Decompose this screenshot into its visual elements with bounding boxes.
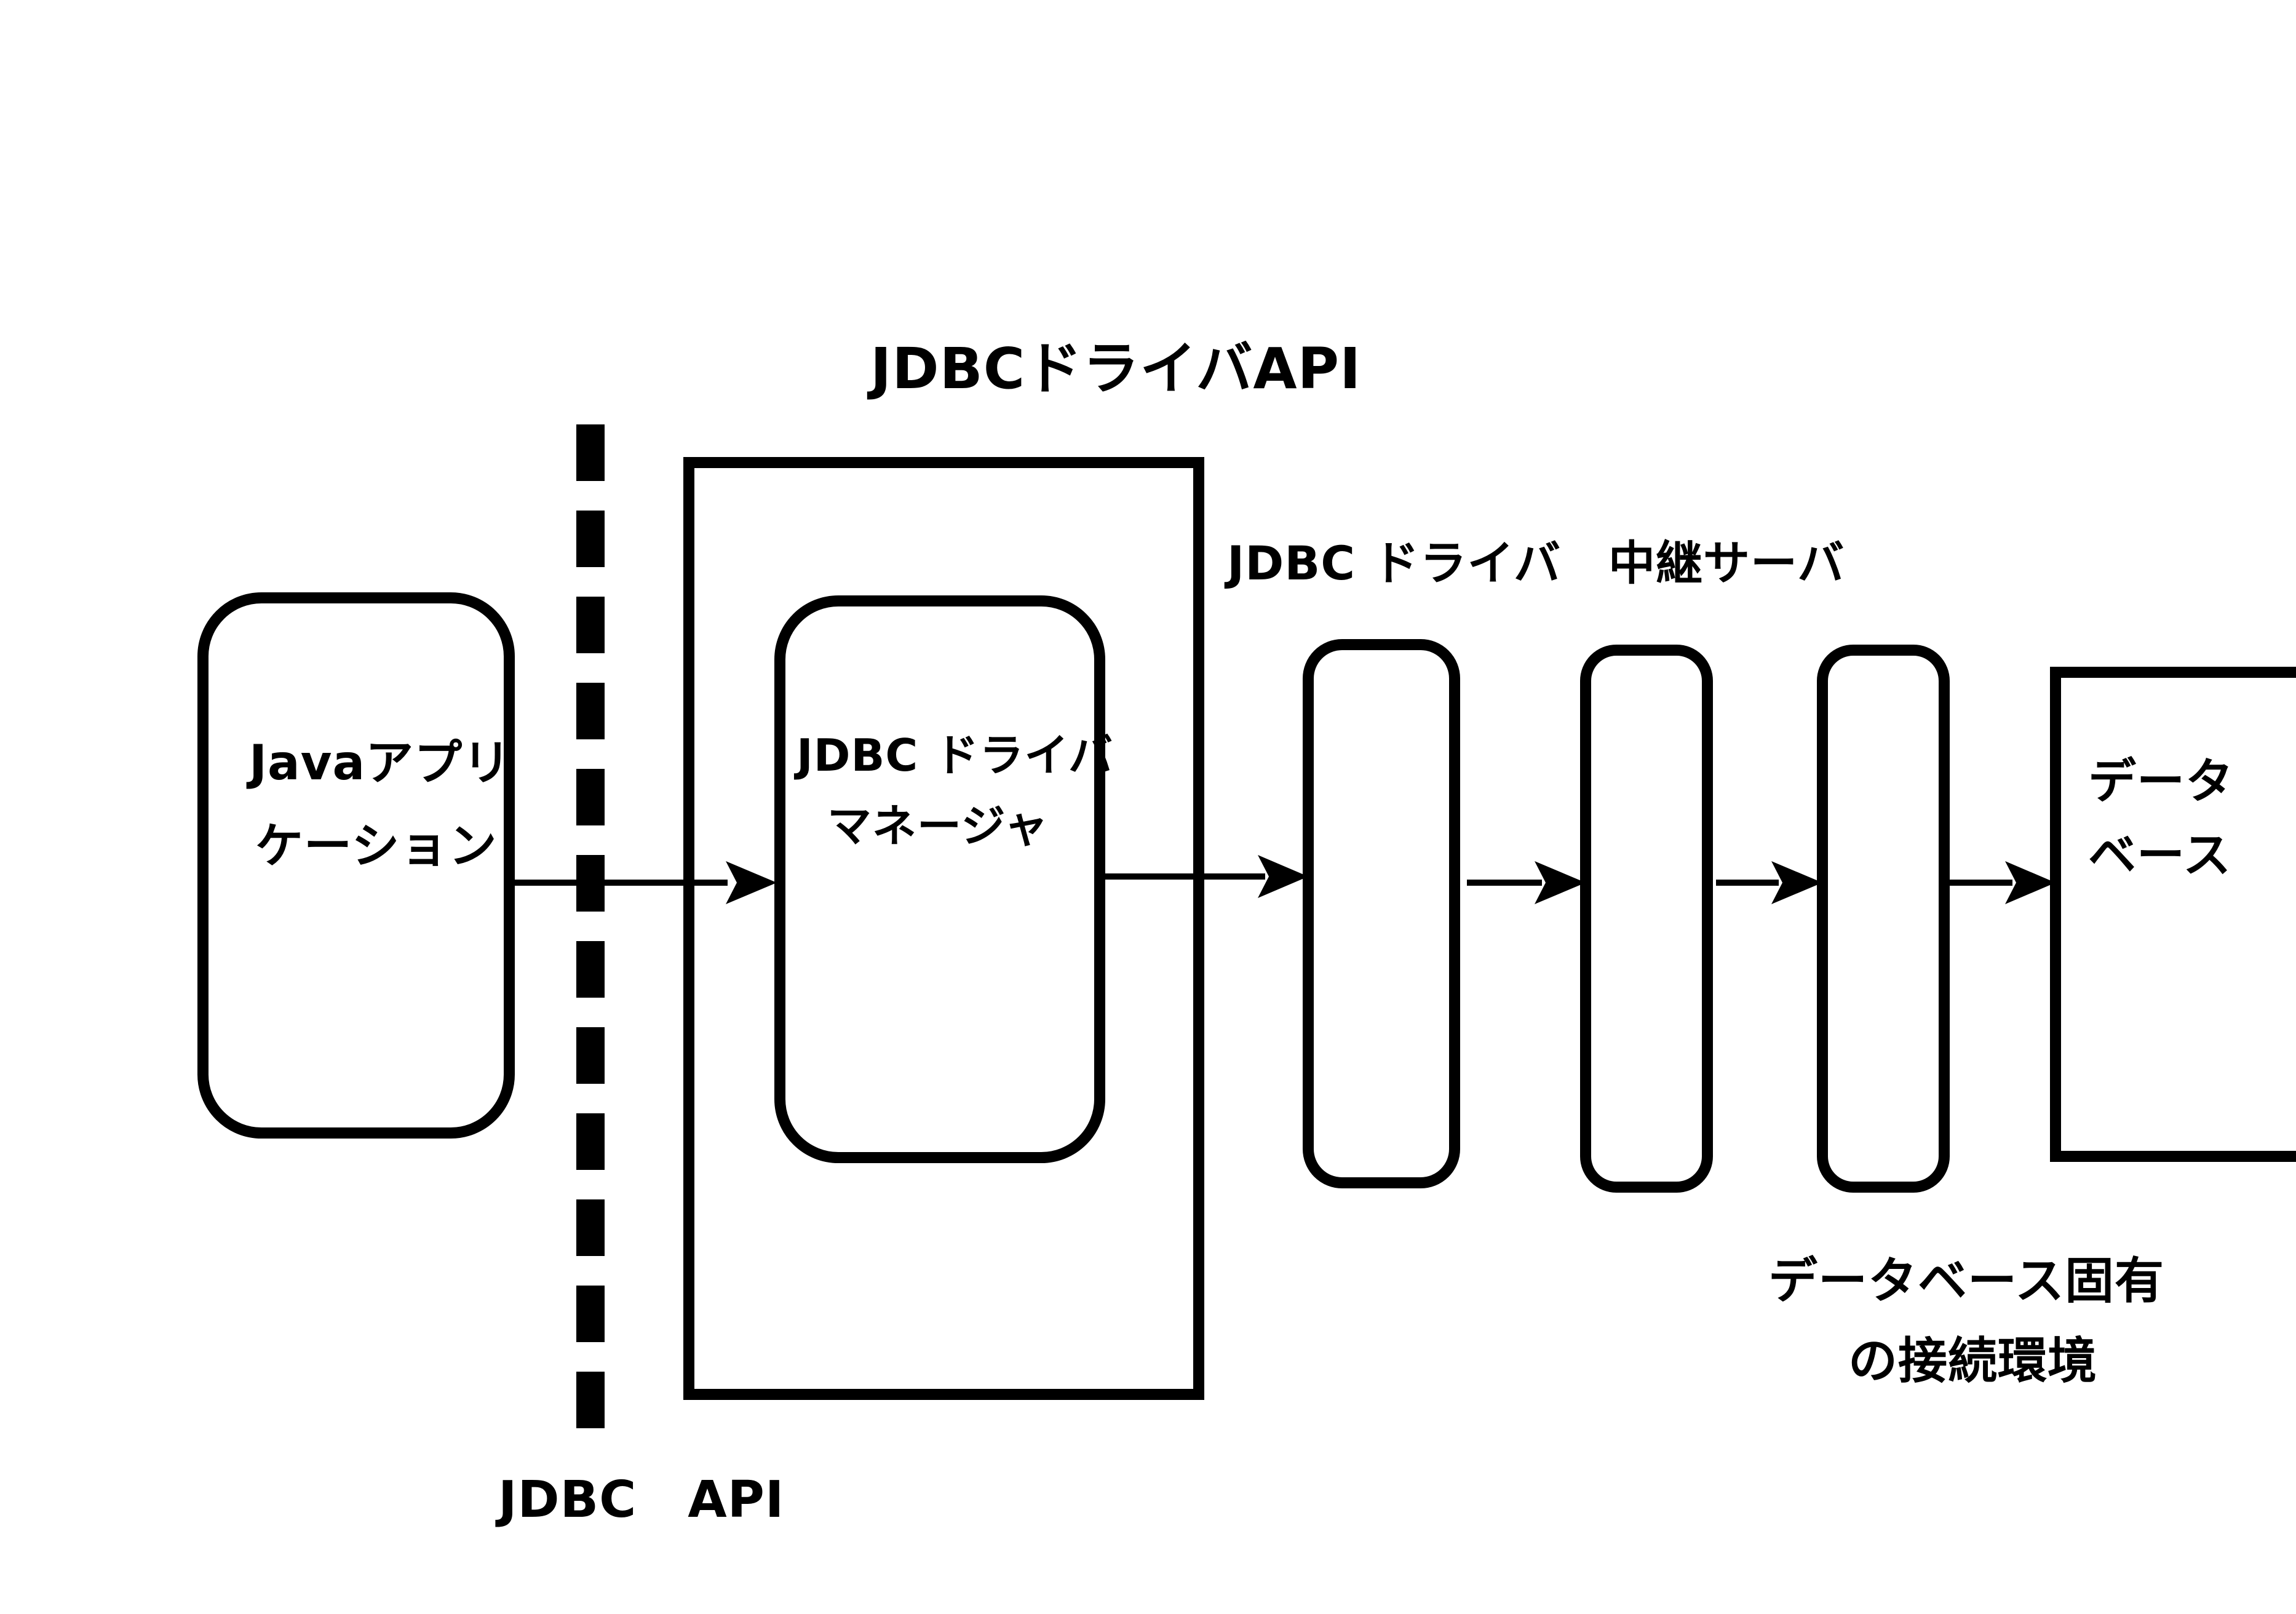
java-app-label-line-1: Javaアプリ [249,736,512,791]
relay-node-1 [1303,639,1460,1188]
arrowhead-relay-1-to-relay-2 [1535,861,1586,904]
driver-manager-box [774,595,1105,1163]
arrowhead-relay-2-to-relay-3 [1771,861,1822,904]
arrowhead-manager-to-relay-1 [1258,855,1308,898]
relay-node-3 [1817,645,1950,1193]
java-app-label-line-2: ケーション [255,819,498,874]
database-box [2050,667,2296,1162]
native-env-label-line-1: データベース固有 [1768,1252,2164,1310]
jdbc-api-label: JDBC API [498,1471,785,1529]
driver-manager-label-line-2: マネージャ [827,800,1049,852]
driver-manager-label-line-1: JDBC ドライバ [796,729,1113,781]
relay-server-label: JDBC ドライバ 中継サーバ [1227,536,1845,590]
jdbc-driver-api-box [683,457,1204,1400]
diagram-title: JDBCドライバAPI [870,336,1362,402]
database-label-line-1: データ [2088,754,2234,809]
relay-node-2 [1580,645,1713,1193]
java-application-box [197,592,515,1139]
arrowhead-relay-3-to-database [2005,861,2056,904]
native-env-label-line-2: の接続環境 [1848,1332,2097,1389]
database-label-line-2: ベース [2088,828,2232,883]
arrowhead-app-to-manager [726,861,777,904]
